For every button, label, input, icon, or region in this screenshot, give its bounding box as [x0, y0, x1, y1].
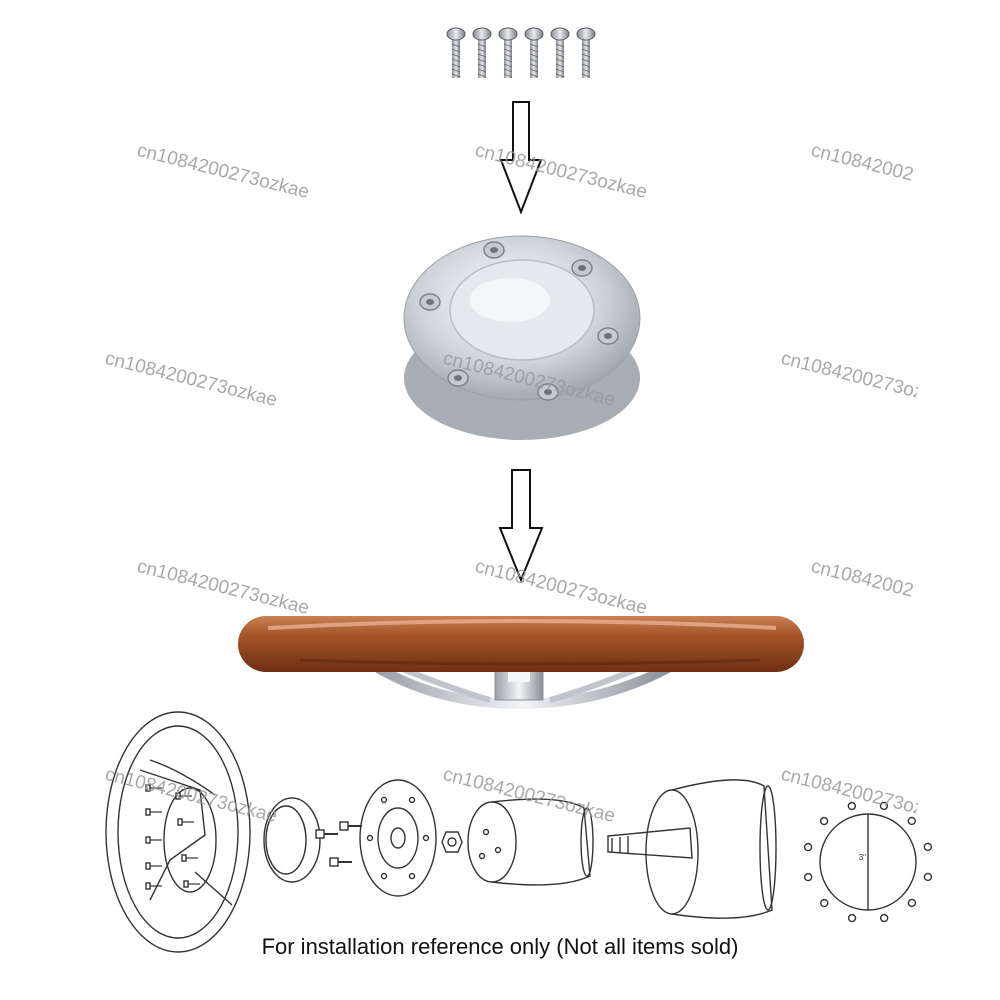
screws-group: [446, 27, 596, 78]
bolt-hole: [879, 801, 889, 811]
bolt-hole: [803, 872, 813, 882]
screw: [576, 27, 596, 78]
bolt-hole: [803, 842, 813, 852]
horn-adapter-ring: [403, 235, 641, 440]
bolt-hole: [907, 816, 916, 826]
bolt-hole: [819, 816, 829, 826]
screw: [315, 829, 325, 839]
bolt-hole: [422, 834, 430, 842]
steering-wheel: [238, 616, 804, 710]
bolt-hole: [847, 913, 857, 923]
installation-caption: For installation reference only (Not all…: [261, 934, 739, 959]
screw: [550, 27, 570, 78]
down-arrow-icon: [499, 101, 543, 215]
bolt-hole: [408, 796, 416, 804]
screw: [524, 27, 544, 78]
down-arrow-icon: [498, 469, 544, 583]
screw: [339, 821, 349, 831]
bolt-hole: [907, 898, 917, 908]
bolt-hole: [366, 834, 374, 842]
screw: [472, 27, 492, 78]
bolt-hole: [380, 796, 388, 804]
bolt-hole: [923, 872, 933, 882]
bolt-hole: [820, 898, 829, 908]
installation-diagram: [105, 711, 933, 953]
bolt-hole: [847, 801, 857, 811]
bolt-hole: [380, 872, 388, 880]
screw: [498, 27, 518, 78]
bolt-hole: [879, 913, 889, 923]
dimension-label: 3": [859, 853, 866, 862]
bolt-hole: [923, 842, 933, 852]
bolt-hole: [408, 872, 416, 880]
screw: [329, 857, 339, 867]
screw: [446, 27, 466, 78]
